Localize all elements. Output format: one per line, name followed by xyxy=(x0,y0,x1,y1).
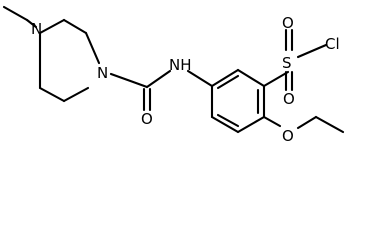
bond-s-cl xyxy=(296,43,328,59)
bond-benzene-1-inner xyxy=(216,74,240,90)
bond-benzene-5-inner xyxy=(216,113,240,128)
chemical-structure: N N NH O O S Cl O O xyxy=(2,5,345,145)
bond-ring-s xyxy=(262,70,290,88)
bond-ring-3 xyxy=(84,31,101,65)
bond-benzene-5 xyxy=(210,115,240,134)
atom-label-o-sulfonyl-bottom: O xyxy=(283,90,295,108)
atom-label-nh: NH xyxy=(169,56,192,74)
bond-methyl xyxy=(2,5,29,22)
bond-ring-4 xyxy=(62,86,90,103)
bond-ring-5 xyxy=(38,86,66,103)
bond-ch2-ch3 xyxy=(314,115,345,134)
atom-label-o-carbonyl: O xyxy=(141,110,153,128)
bond-ring-o xyxy=(262,115,282,128)
bond-carbonyl-nh xyxy=(145,69,172,89)
atom-label-o-sulfonyl-top: O xyxy=(282,14,294,32)
bond-ring-2 xyxy=(62,18,88,35)
atom-label-cl: Cl xyxy=(325,35,340,53)
bond-n-carbonyl xyxy=(109,72,149,89)
atom-label-n-ring: N xyxy=(31,20,42,38)
bond-benzene-4 xyxy=(236,115,266,134)
atom-label-n-piperazine: N xyxy=(97,64,108,82)
bond-ring-1 xyxy=(38,18,66,35)
bond-nh-ring xyxy=(186,69,214,88)
bond-benzene-2 xyxy=(236,68,266,88)
bond-methyl-n xyxy=(25,18,38,29)
bond-benzene-1 xyxy=(210,68,240,88)
atom-label-o-ether: O xyxy=(282,127,294,145)
bond-o-ch2 xyxy=(296,115,318,130)
atom-label-s: S xyxy=(282,54,292,72)
